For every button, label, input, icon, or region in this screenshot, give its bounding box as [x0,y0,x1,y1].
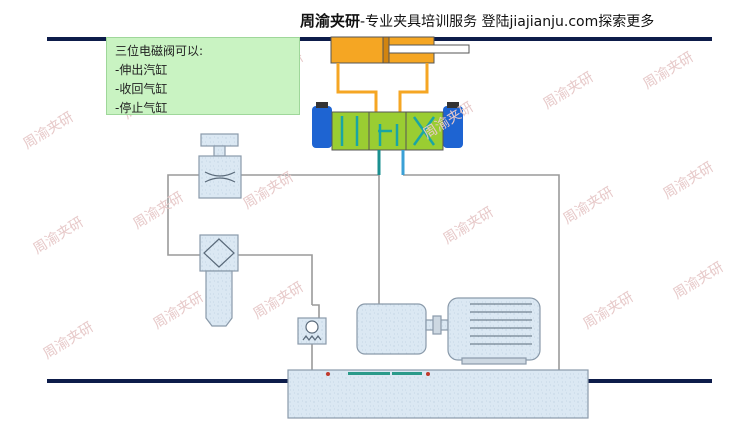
page-header: 周渝夹研-专业夹具培训服务 登陆jiajianju.com探索更多 [300,10,654,31]
info-note: 三位电磁阀可以: -伸出汽缸 -收回气缸 -停止气缸 [106,37,300,115]
note-item: -伸出汽缸 [115,63,168,77]
note-title: 三位电磁阀可以: [115,44,204,58]
note-item: -停止气缸 [115,101,168,115]
brand-tagline: -专业夹具培训服务 登陆jiajianju.com探索更多 [360,14,655,30]
circuit-lines [167,174,560,408]
solenoid-valve [312,102,463,151]
brand-name: 周渝夹研 [300,12,361,30]
air-filter [199,234,239,327]
pressure-regulator [198,133,242,199]
air-tank [287,369,589,419]
pneumatic-cylinder [330,36,470,64]
relief-valve [297,317,327,345]
compressor [356,303,449,355]
valve-ports [377,150,405,175]
tank-label-strip [326,372,430,376]
cylinder-pipes [336,63,429,114]
note-item: -收回气缸 [115,82,168,96]
electric-motor [447,297,541,365]
